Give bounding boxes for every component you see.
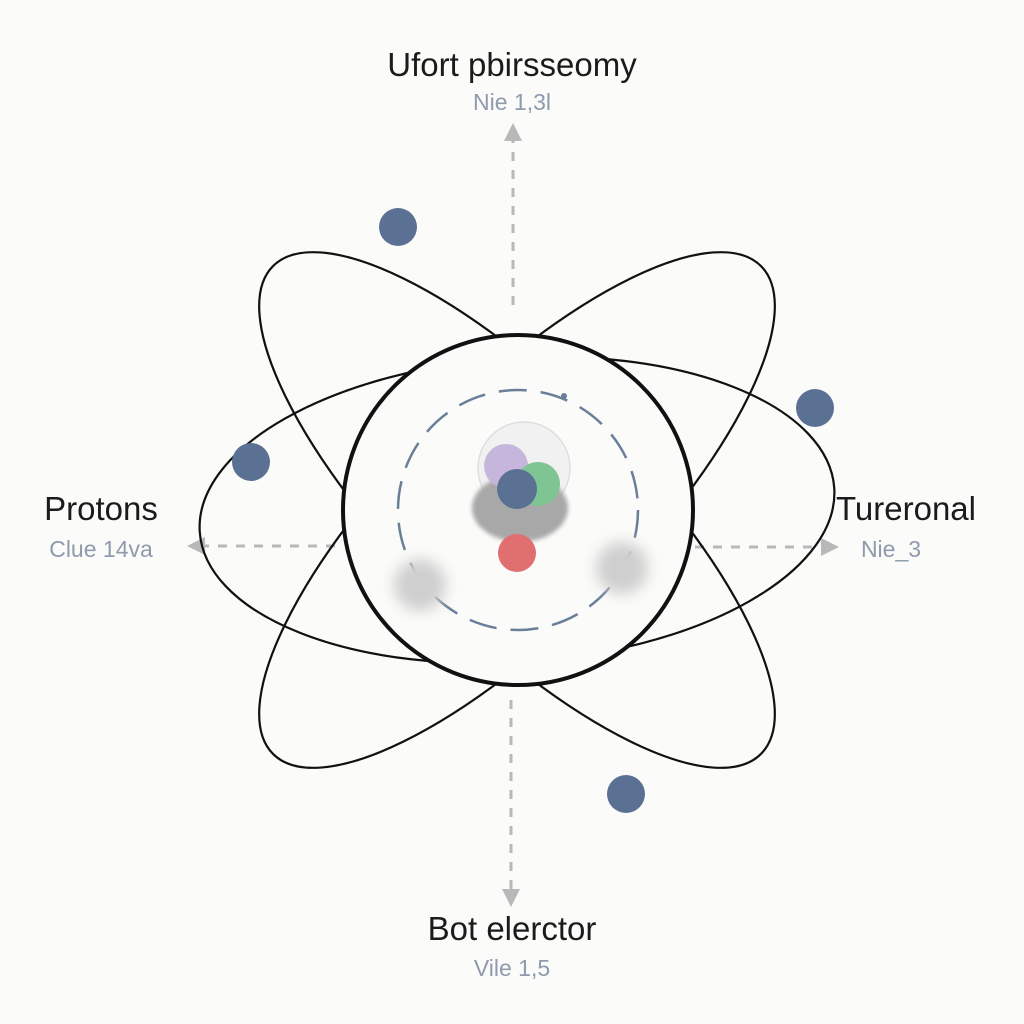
top-label-subtitle: Nie 1,3l (473, 89, 551, 115)
electron-right (796, 389, 834, 427)
top-label-title: Ufort pbirsseomy (387, 46, 637, 83)
electrons (232, 208, 834, 813)
proton-red (498, 534, 536, 572)
electron-left (232, 443, 270, 481)
blurred-particle-right (596, 542, 648, 594)
left-label-subtitle: Clue 14va (49, 536, 153, 562)
ring-marker-dot (561, 393, 567, 399)
bottom-label-subtitle: Vile 1,5 (473, 955, 551, 981)
inner-dashed-ring (396, 388, 640, 632)
particle-blue (497, 469, 537, 509)
electron-bottom-right (607, 775, 645, 813)
left-label-title: Protons (44, 490, 158, 527)
right-label-title: Tureronal (835, 490, 976, 527)
right-label-subtitle: Nie_3 (860, 536, 922, 562)
electron-top-left (379, 208, 417, 246)
blurred-particle-left (394, 559, 446, 611)
bottom-label-title: Bot elerctor (427, 910, 597, 947)
